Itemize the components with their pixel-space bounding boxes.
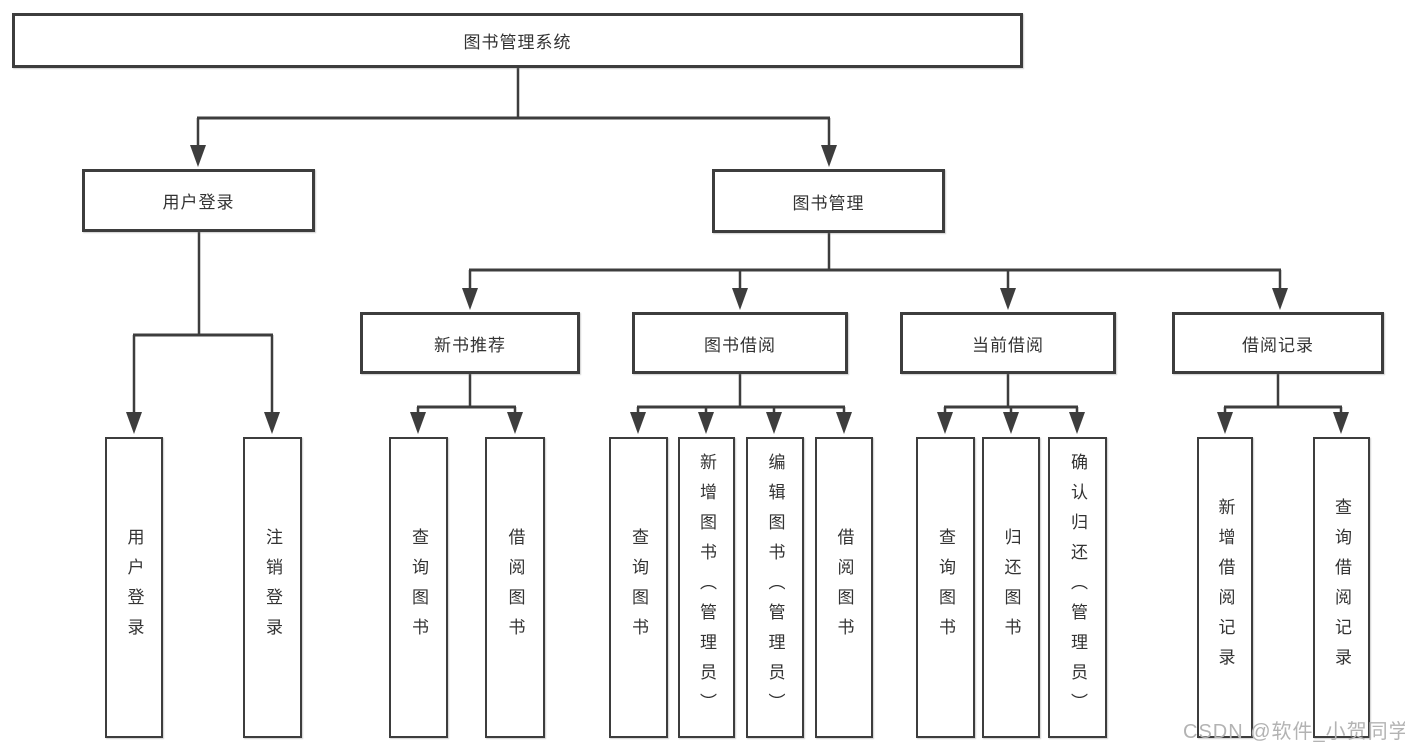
leaf-logout: 注销登录 bbox=[243, 437, 302, 738]
leaf-query-borrow-record: 查询借阅记录 bbox=[1313, 437, 1370, 738]
leaf-label: 借阅图书 bbox=[505, 527, 525, 648]
leaf-label: 编辑图书（管理员） bbox=[765, 452, 785, 723]
leaf-query-books-current: 查询图书 bbox=[916, 437, 975, 738]
leaf-query-books-borrowing: 查询图书 bbox=[609, 437, 668, 738]
leaf-label: 查询借阅记录 bbox=[1332, 497, 1351, 678]
leaf-label: 查询图书 bbox=[936, 527, 955, 648]
leaf-label: 确认归还（管理员） bbox=[1068, 452, 1087, 723]
node-root-system: 图书管理系统 bbox=[12, 13, 1023, 68]
node-borrowing-records: 借阅记录 bbox=[1172, 312, 1384, 374]
leaf-edit-books-admin: 编辑图书（管理员） bbox=[746, 437, 804, 738]
leaf-return-books: 归还图书 bbox=[982, 437, 1040, 738]
leaf-add-borrow-record: 新增借阅记录 bbox=[1197, 437, 1253, 738]
node-book-management: 图书管理 bbox=[712, 169, 945, 233]
node-current-borrowing: 当前借阅 bbox=[900, 312, 1116, 374]
node-new-book-recommendation: 新书推荐 bbox=[360, 312, 580, 374]
leaf-label: 归还图书 bbox=[1001, 527, 1021, 648]
leaf-borrow-books-borrowing: 借阅图书 bbox=[815, 437, 873, 738]
leaf-label: 新增借阅记录 bbox=[1215, 497, 1235, 678]
node-user-login: 用户登录 bbox=[82, 169, 315, 232]
leaf-label: 用户登录 bbox=[124, 527, 144, 648]
leaf-user-login: 用户登录 bbox=[105, 437, 163, 738]
leaf-add-books-admin: 新增图书（管理员） bbox=[678, 437, 735, 738]
leaf-borrow-books-recommend: 借阅图书 bbox=[485, 437, 545, 738]
node-book-borrowing: 图书借阅 bbox=[632, 312, 848, 374]
leaf-query-books-recommend: 查询图书 bbox=[389, 437, 448, 738]
leaf-label: 借阅图书 bbox=[834, 527, 854, 648]
leaf-label: 查询图书 bbox=[629, 527, 648, 648]
watermark: CSDN @软件_小贺同学 bbox=[1183, 721, 1405, 743]
leaf-label: 查询图书 bbox=[409, 527, 428, 648]
leaf-label: 注销登录 bbox=[263, 527, 282, 648]
leaf-label: 新增图书（管理员） bbox=[697, 452, 716, 723]
leaf-confirm-return-admin: 确认归还（管理员） bbox=[1048, 437, 1107, 738]
